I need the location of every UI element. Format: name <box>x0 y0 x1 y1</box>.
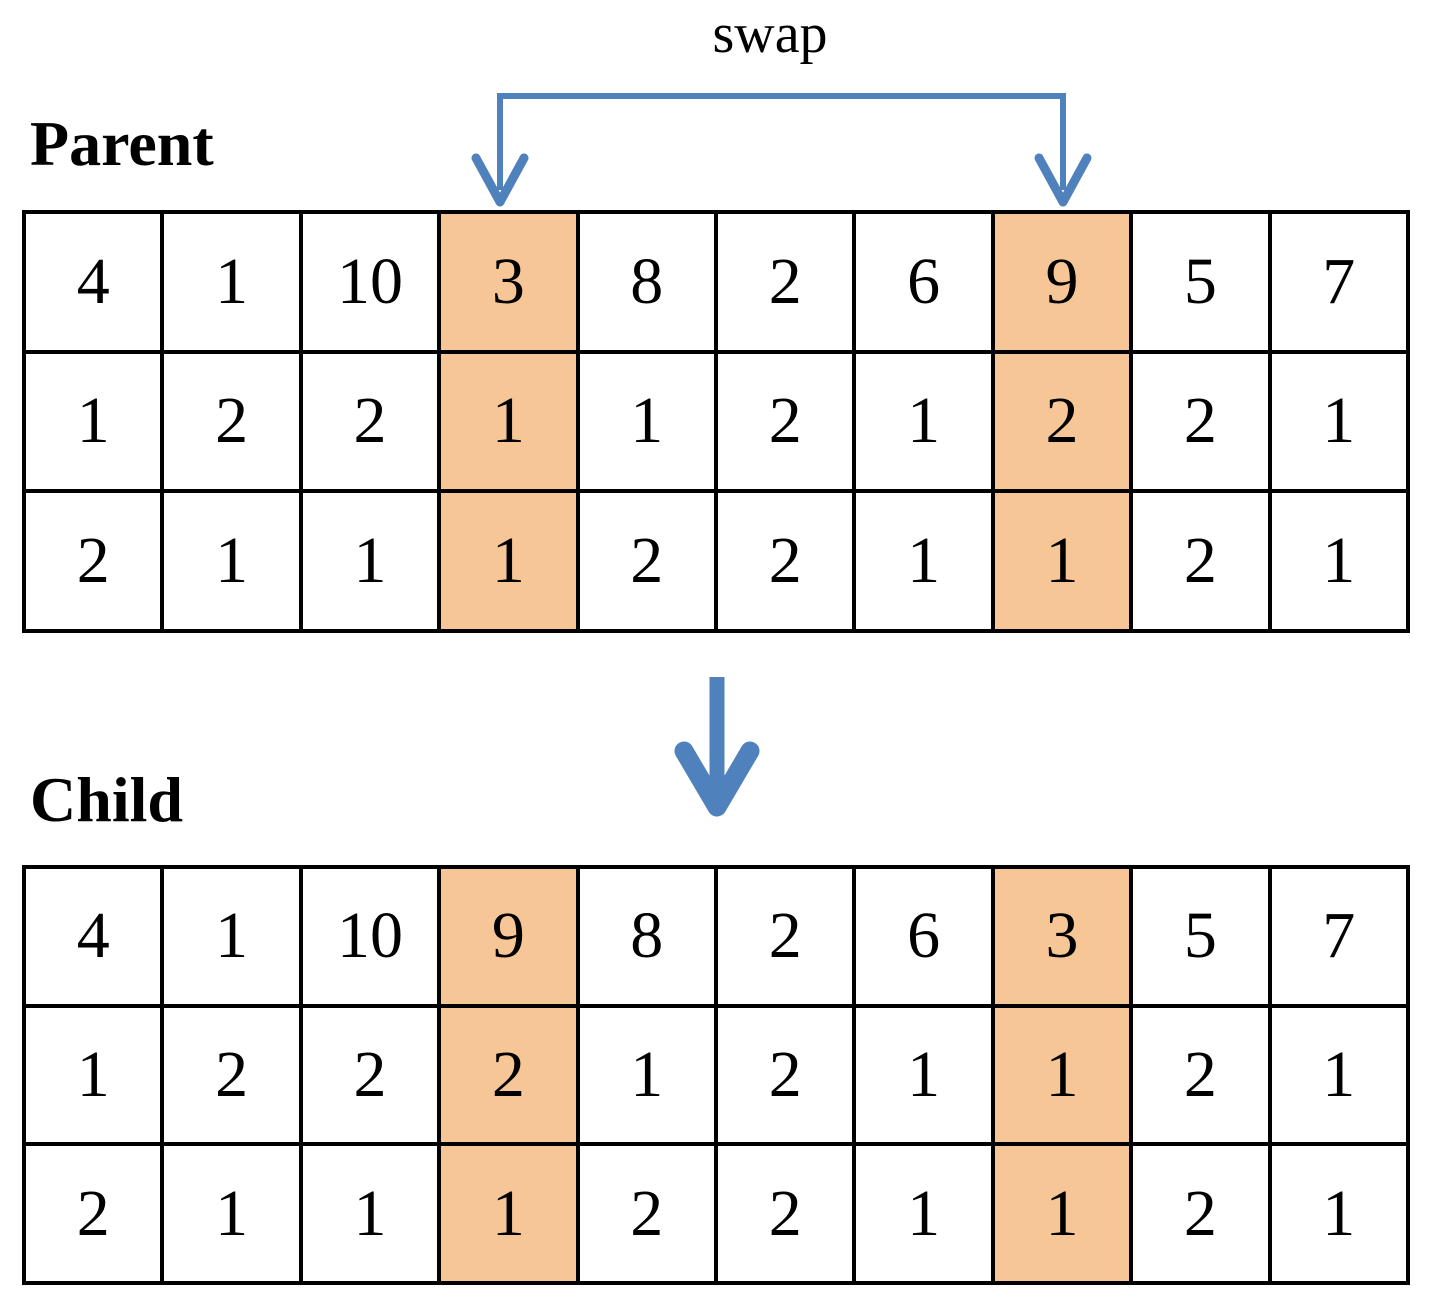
grid-cell: 1 <box>162 1144 301 1283</box>
grid-cell: 2 <box>577 491 716 631</box>
grid-cell: 5 <box>1131 212 1270 352</box>
arrowhead-left-icon <box>471 153 529 207</box>
grid-cell: 1 <box>162 212 301 352</box>
grid-cell: 1 <box>300 491 440 631</box>
grid-cell: 1 <box>854 1144 993 1283</box>
grid-cell: 10 <box>300 867 440 1006</box>
grid-cell: 2 <box>715 1005 855 1145</box>
grid-cell: 1 <box>24 351 163 492</box>
grid-cell: 1 <box>24 1005 163 1145</box>
grid-cell: 5 <box>1131 867 1270 1006</box>
grid-cell: 1 <box>1269 351 1408 492</box>
grid-cell: 10 <box>300 212 440 352</box>
grid-cell: 1 <box>300 1144 440 1283</box>
grid-cell: 2 <box>162 1005 301 1145</box>
grid-cell: 2 <box>1131 1005 1270 1145</box>
grid-cell: 9 <box>992 212 1132 352</box>
grid-cell: 2 <box>439 1005 578 1145</box>
grid-cell: 2 <box>24 1144 163 1283</box>
grid-cell: 4 <box>24 212 163 352</box>
swap-label: swap <box>712 3 828 65</box>
grid-cell: 2 <box>992 351 1132 492</box>
grid-cell: 1 <box>577 351 716 492</box>
grid-cell: 2 <box>1131 351 1270 492</box>
grid-cell: 6 <box>854 867 993 1006</box>
bracket-line <box>497 93 1066 190</box>
grid-cell: 1 <box>854 491 993 631</box>
grid-cell: 1 <box>162 491 301 631</box>
swap-bracket-arrow <box>471 93 1092 207</box>
grid-cell: 1 <box>1269 491 1408 631</box>
arrowhead-right-icon <box>1034 153 1092 207</box>
grid-cell: 2 <box>577 1144 716 1283</box>
grid-cell: 8 <box>577 212 716 352</box>
grid-cell: 1 <box>1269 1005 1408 1145</box>
grid-cell: 7 <box>1269 867 1408 1006</box>
grid-cell: 2 <box>1131 1144 1270 1283</box>
child-label: Child <box>30 764 183 835</box>
grid-cell: 1 <box>439 1144 578 1283</box>
grid-cell: 2 <box>300 351 440 492</box>
grid-cell: 2 <box>715 212 855 352</box>
grid-cell: 9 <box>439 867 578 1006</box>
grid-cell: 2 <box>24 491 163 631</box>
grid-cell: 6 <box>854 212 993 352</box>
grid-cell: 2 <box>715 351 855 492</box>
grid-cell: 8 <box>577 867 716 1006</box>
grid-cell: 3 <box>992 867 1132 1006</box>
mutation-down-arrow <box>674 677 760 817</box>
grid-cell: 1 <box>1269 1144 1408 1283</box>
grid-cell: 1 <box>992 1144 1132 1283</box>
grid-cell: 3 <box>439 212 578 352</box>
grid-cell: 1 <box>854 1005 993 1145</box>
grid-cell: 7 <box>1269 212 1408 352</box>
grid-cell: 1 <box>854 351 993 492</box>
grid-cell: 2 <box>715 491 855 631</box>
parent-label: Parent <box>30 108 214 179</box>
grid-cell: 2 <box>300 1005 440 1145</box>
grid-cell: 2 <box>715 867 855 1006</box>
grid-cell: 1 <box>992 1005 1132 1145</box>
grid-cell: 4 <box>24 867 163 1006</box>
grid-cell: 2 <box>715 1144 855 1283</box>
grid-cell: 1 <box>577 1005 716 1145</box>
grid-cell: 1 <box>992 491 1132 631</box>
grid-cell: 1 <box>162 867 301 1006</box>
grid-cell: 1 <box>439 491 578 631</box>
grid-cell: 1 <box>439 351 578 492</box>
down-arrowhead-icon <box>674 741 760 817</box>
grid-cell: 2 <box>1131 491 1270 631</box>
grid-cell: 2 <box>162 351 301 492</box>
